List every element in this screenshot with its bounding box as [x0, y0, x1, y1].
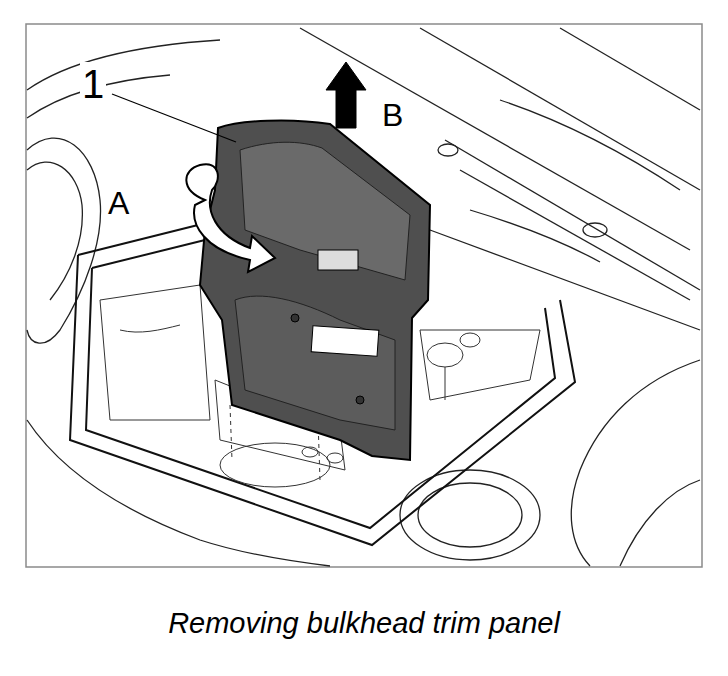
motion-label: A — [106, 186, 131, 221]
picture-frame — [26, 24, 702, 567]
lift-arrow-b — [326, 62, 366, 128]
bulkhead-trim-panel — [200, 121, 430, 460]
figure-caption: Removing bulkhead trim panel — [0, 606, 728, 641]
leader-line — [112, 94, 236, 142]
trunk-opening — [70, 222, 575, 545]
trunk-interior — [100, 285, 540, 487]
car-body — [27, 28, 700, 566]
motion-label: B — [380, 98, 405, 133]
callout-number: 1 — [80, 62, 106, 106]
rotate-arrow-a — [186, 164, 275, 272]
